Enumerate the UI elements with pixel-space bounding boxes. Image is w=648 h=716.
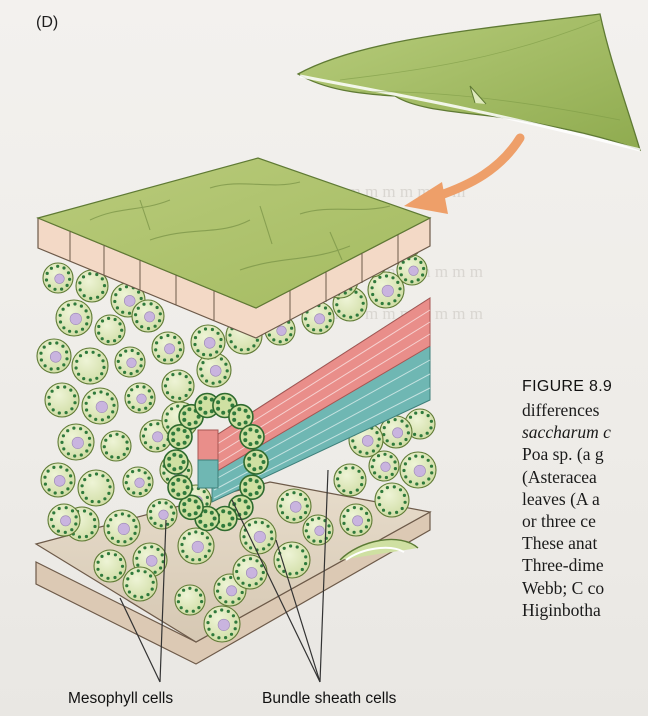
bundle-sheath-cell	[168, 475, 192, 499]
caption-line: Higinbotha	[522, 599, 646, 621]
caption-line: leaves (A a	[522, 488, 646, 510]
orange-arrow	[404, 138, 520, 214]
caption-title: FIGURE 8.9	[522, 378, 646, 396]
whole-leaf-drawing	[298, 14, 640, 150]
mesophyll-cell	[37, 339, 71, 373]
mesophyll-cells-label: Mesophyll cells	[68, 690, 173, 708]
bundle-sheath-cell	[244, 450, 268, 474]
mesophyll-cell	[152, 332, 184, 364]
mesophyll-cell	[175, 585, 205, 615]
figure-caption: FIGURE 8.9 differencessaccharum cPoa sp.…	[522, 378, 646, 621]
upper-epidermis	[38, 158, 430, 338]
mesophyll-cell	[147, 499, 177, 529]
caption-line: saccharum c	[522, 421, 646, 443]
mesophyll-cell	[58, 424, 94, 460]
mesophyll-cell	[72, 348, 108, 384]
mesophyll-cell	[48, 504, 80, 536]
bundle-sheath-cell	[164, 450, 188, 474]
mesophyll-cell	[375, 483, 409, 517]
mesophyll-cell	[82, 388, 118, 424]
mesophyll-cell	[178, 528, 214, 564]
caption-line: or three ce	[522, 510, 646, 532]
caption-line: (Asteracea	[522, 466, 646, 488]
mesophyll-cell	[101, 431, 131, 461]
mesophyll-cell	[191, 325, 225, 359]
mesophyll-cell	[123, 467, 153, 497]
caption-line: Webb; C co	[522, 577, 646, 599]
mesophyll-cell	[240, 518, 276, 554]
mesophyll-cell	[41, 463, 75, 497]
mesophyll-cell	[104, 510, 140, 546]
caption-line: Three-dime	[522, 554, 646, 576]
mesophyll-cell	[43, 263, 73, 293]
mesophyll-cell	[340, 504, 372, 536]
mesophyll-cell	[95, 315, 125, 345]
mesophyll-cell	[78, 470, 114, 506]
mesophyll-cell	[125, 383, 155, 413]
mesophyll-cell	[132, 300, 164, 332]
mesophyll-cell	[334, 464, 366, 496]
mesophyll-cell	[277, 489, 311, 523]
mesophyll-cell	[56, 300, 92, 336]
mesophyll-cell	[233, 555, 267, 589]
caption-line: differences	[522, 399, 646, 421]
mesophyll-cell	[162, 370, 194, 402]
mesophyll-cell	[45, 383, 79, 417]
mesophyll-cell	[303, 515, 333, 545]
mesophyll-cell	[204, 606, 240, 642]
mesophyll-cell	[400, 452, 436, 488]
caption-line: These anat	[522, 532, 646, 554]
mesophyll-cell	[123, 567, 157, 601]
mesophyll-cell	[94, 550, 126, 582]
mesophyll-cell	[115, 347, 145, 377]
mesophyll-cell	[274, 542, 310, 578]
caption-text: differencessaccharum cPoa sp. (a g(Aster…	[522, 399, 646, 621]
bundle-sheath-cell	[240, 425, 264, 449]
bundle-sheath-cells-label: Bundle sheath cells	[262, 690, 396, 708]
caption-line: Poa sp. (a g	[522, 443, 646, 465]
